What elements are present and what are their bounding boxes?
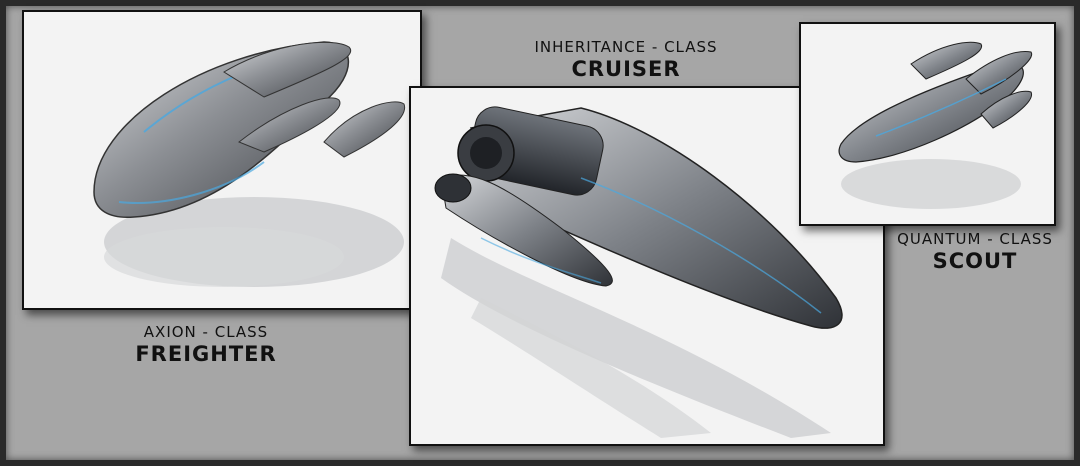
- freighter-role-label: FREIGHTER: [135, 342, 277, 366]
- cruiser-role-label: CRUISER: [571, 57, 681, 81]
- scout-image: [799, 22, 1056, 226]
- freighter-class-label: AXION - CLASS: [143, 323, 269, 341]
- freighter-image: [22, 10, 422, 310]
- cruiser-render-icon: [434, 106, 843, 438]
- freighter-render-icon: [93, 41, 406, 287]
- scout-role-label: SCOUT: [932, 249, 1018, 273]
- scout-render-icon: [838, 41, 1033, 209]
- cruiser-class-label: INHERITANCE - CLASS: [534, 38, 718, 56]
- collage-backdrop: AXION - CLASS FREIGHTER INHERITANCE - CL…: [6, 6, 1074, 460]
- cruiser-caption: INHERITANCE - CLASS CRUISER: [486, 38, 766, 81]
- freighter-caption: AXION - CLASS FREIGHTER: [86, 323, 326, 366]
- cruiser-image: [409, 86, 885, 446]
- scout-caption: QUANTUM - CLASS SCOUT: [880, 230, 1070, 273]
- scout-class-label: QUANTUM - CLASS: [897, 230, 1053, 248]
